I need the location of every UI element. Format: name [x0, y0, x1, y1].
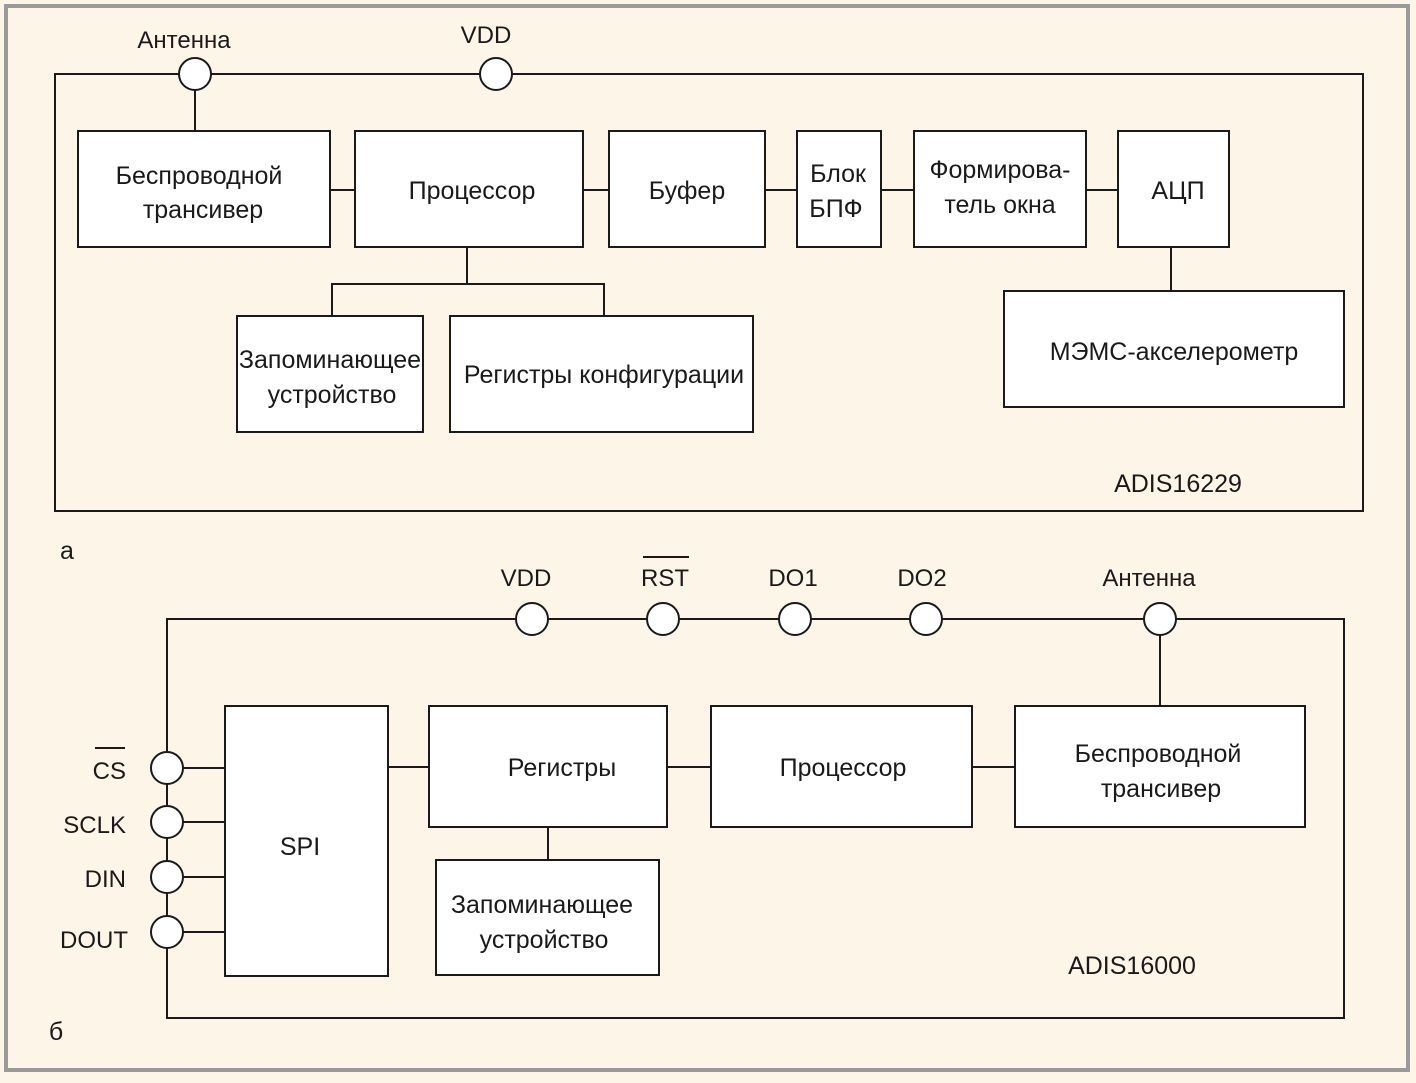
- transceiver-block-b: [1014, 705, 1306, 828]
- dout-label: DOUT: [60, 927, 128, 954]
- wire-processor-config: [467, 283, 605, 316]
- mems-accelerometer-label: МЭМС-акселерометр: [1050, 338, 1299, 366]
- memory-label-a-line2: устройство: [268, 381, 397, 409]
- diagram-b: VDD RST DO1 DO2 Антенна CS SCLK DIN DOUT…: [49, 556, 1345, 1046]
- config-registers-label: Регистры конфигурации: [464, 361, 744, 389]
- vdd-label-a: VDD: [461, 22, 512, 49]
- spi-label: SPI: [280, 833, 320, 861]
- antenna-label-b: Антенна: [1102, 565, 1196, 592]
- wire-processor-memory: [331, 247, 468, 316]
- sclk-pin: [150, 805, 184, 839]
- memory-block-a: [236, 315, 424, 433]
- transceiver-block-a: [77, 130, 331, 248]
- memory-label-b-line1: Запоминающее: [451, 891, 633, 919]
- antenna-pin-b: [1143, 602, 1177, 636]
- rst-pin: [646, 602, 680, 636]
- adc-block: [1117, 130, 1230, 248]
- chip-a-name: ADIS16229: [1114, 470, 1242, 498]
- fft-label-line1: Блок: [810, 160, 867, 188]
- adc-label: АЦП: [1151, 177, 1204, 205]
- buffer-block: [608, 130, 766, 248]
- antenna-label-a: Антенна: [137, 27, 231, 54]
- antenna-pin-a: [178, 57, 212, 91]
- cs-label: CS: [93, 758, 126, 785]
- do1-label: DO1: [768, 565, 817, 592]
- spi-block: [224, 705, 389, 977]
- din-label: DIN: [85, 866, 126, 893]
- fft-label-line2: БПФ: [809, 195, 862, 223]
- transceiver-label-a-line2: трансивер: [143, 196, 263, 224]
- processor-label-a: Процессор: [409, 177, 536, 205]
- vdd-pin-b: [515, 602, 549, 636]
- buffer-label: Буфер: [649, 177, 725, 205]
- dout-pin: [150, 915, 184, 949]
- processor-block-b: [710, 705, 973, 828]
- transceiver-label-a-line1: Беспроводной: [116, 162, 283, 190]
- transceiver-label-b-line2: трансивер: [1101, 775, 1221, 803]
- do2-label: DO2: [897, 565, 946, 592]
- chip-a-outline: [54, 73, 1364, 512]
- outer-frame: [4, 4, 1410, 1072]
- fft-block: [796, 130, 882, 248]
- memory-label-b-line2: устройство: [480, 926, 609, 954]
- chip-b-name: ADIS16000: [1068, 952, 1196, 980]
- do2-pin: [909, 602, 943, 636]
- processor-block-a: [354, 130, 584, 248]
- panel-label-b: б: [49, 1018, 63, 1046]
- rst-label: RST: [641, 565, 689, 592]
- vdd-label-b: VDD: [501, 565, 552, 592]
- diagram-a: Антенна VDD Беспроводной трансивер Проце…: [54, 22, 1364, 565]
- window-shaper-label-line1: Формирова-: [929, 156, 1070, 184]
- sclk-label: SCLK: [63, 812, 126, 839]
- registers-label: Регистры: [508, 754, 616, 782]
- processor-label-b: Процессор: [780, 754, 907, 782]
- transceiver-label-b-line1: Беспроводной: [1075, 740, 1242, 768]
- config-registers-block: [449, 315, 754, 433]
- vdd-pin-a: [479, 57, 513, 91]
- window-shaper-block: [913, 130, 1087, 248]
- do1-pin: [778, 602, 812, 636]
- cs-pin: [150, 751, 184, 785]
- window-shaper-label-line2: тель окна: [944, 191, 1055, 219]
- memory-block-b: [435, 859, 660, 976]
- panel-label-a: а: [60, 537, 74, 565]
- registers-block: [428, 705, 668, 828]
- din-pin: [150, 860, 184, 894]
- mems-accelerometer-block: [1003, 290, 1345, 408]
- memory-label-a-line1: Запоминающее: [239, 346, 421, 374]
